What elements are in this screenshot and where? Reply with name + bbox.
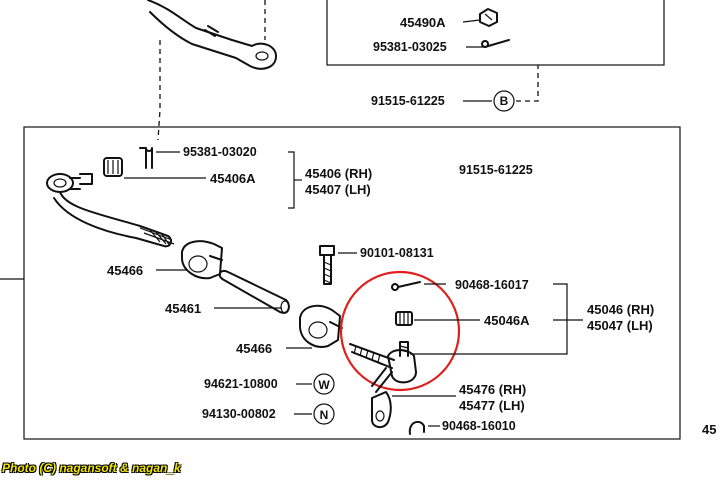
- cotter-pin-95381-03025-part: [481, 39, 510, 48]
- clip-90468-16010-part: [408, 420, 425, 435]
- badge-b-circle: [493, 90, 515, 112]
- label-45047-lh: 45047 (LH): [587, 318, 653, 333]
- label-45046-rh: 45046 (RH): [587, 302, 654, 317]
- bracket-leader-right: [410, 283, 568, 355]
- dashed-line-upper-1: [157, 40, 161, 141]
- label-45477-lh: 45477 (LH): [459, 398, 525, 413]
- badge-n: N: [320, 408, 329, 422]
- label-45406-rh: 45406 (RH): [305, 166, 372, 181]
- nut-45406a-part: [103, 157, 123, 177]
- clamp-right-part: [299, 304, 343, 348]
- upper-arm-eye: [255, 51, 269, 61]
- bolt-90101-08131-part: [319, 245, 335, 285]
- label-45461: 45461: [165, 301, 201, 316]
- nut-45046a-part: [395, 311, 413, 326]
- highlight-circle: [339, 270, 461, 392]
- label-90468-16017: 90468-16017: [455, 278, 529, 292]
- ball-joint-part: [349, 341, 417, 393]
- label-90468-16010: 90468-16010: [442, 419, 516, 433]
- dashed-line-b: [516, 65, 539, 102]
- badge-w-circle: [313, 373, 335, 395]
- tube-45461-part: [218, 270, 290, 314]
- badge-w: W: [318, 378, 330, 392]
- main-section-box: [23, 126, 681, 440]
- clamp-left-part: [181, 240, 223, 280]
- tie-rod-end-part: [46, 173, 175, 248]
- cotter-pin-95381-03020-part: [139, 147, 153, 169]
- bracket-45476-part: [371, 391, 392, 428]
- bracket-leader-top: [288, 151, 295, 209]
- photo-credit: Photo (C) nagansoft & nagan_k: [2, 461, 181, 475]
- label-45476-rh: 45476 (RH): [459, 382, 526, 397]
- label-90101-08131: 90101-08131: [360, 246, 434, 260]
- cotter-pin-90468-16017-part: [391, 281, 421, 292]
- badge-b: B: [500, 94, 509, 108]
- label-45407-lh: 45407 (LH): [305, 182, 371, 197]
- label-91515-61225-upper: 91515-61225: [371, 94, 445, 108]
- label-94130-00802: 94130-00802: [202, 407, 276, 421]
- label-45466-right: 45466: [236, 341, 272, 356]
- detail-box-b: [326, 0, 665, 66]
- label-45490a: 45490A: [400, 15, 446, 30]
- upper-arm-stud: [204, 25, 219, 37]
- label-45466-left: 45466: [107, 263, 143, 278]
- label-91515-61225: 91515-61225: [459, 163, 533, 177]
- label-94621-10800: 94621-10800: [204, 377, 278, 391]
- label-95381-03020: 95381-03020: [183, 145, 257, 159]
- label-45406a: 45406A: [210, 171, 256, 186]
- upper-section: 45490A 95381-03025 91515-61225 B: [147, 0, 665, 141]
- nut-45490a-part: [479, 8, 498, 27]
- edge-label: 45: [702, 422, 716, 437]
- label-45046a: 45046A: [484, 313, 530, 328]
- badge-n-circle: [313, 403, 335, 425]
- leader-45490a: [462, 19, 481, 23]
- label-95381-03025: 95381-03025: [373, 40, 447, 54]
- upper-arm-part: [147, 0, 277, 70]
